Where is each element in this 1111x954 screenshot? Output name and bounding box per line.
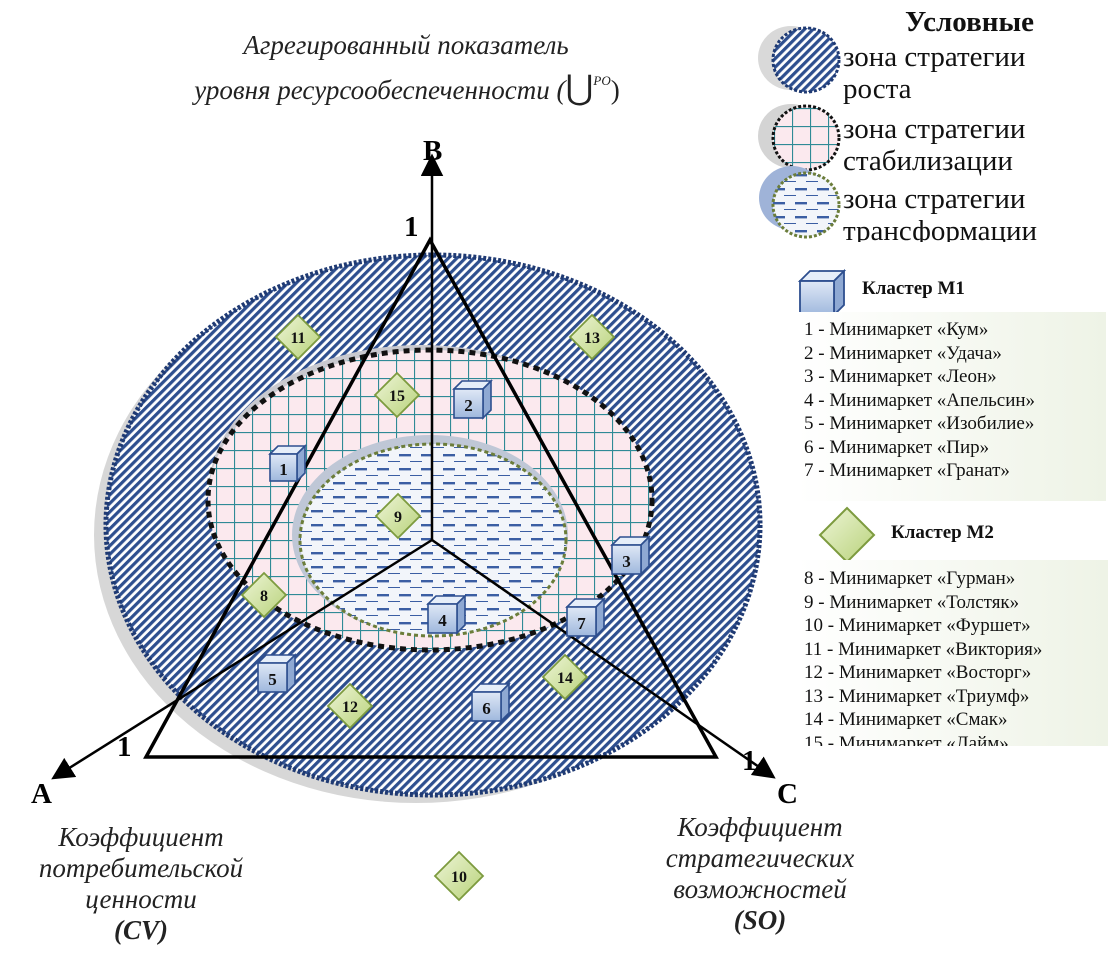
cluster-m1-item: 7 - Минимаркет «Гранат»: [804, 460, 1010, 481]
cluster-m1-item: 4 - Минимаркет «Апельсин»: [804, 389, 1036, 411]
marker-label-4: 4: [438, 611, 447, 630]
cluster-m2-item: 15 - Минимаркет «Лайм»: [804, 732, 1009, 747]
axes-and-triangle: [51, 153, 776, 780]
marker-label-14: 14: [557, 670, 573, 687]
legend-zone-growth-line2: роста: [843, 73, 912, 105]
marker-diamond-14[interactable]: 14: [541, 653, 589, 701]
cluster-m1-item: 1 - Минимаркет «Кум»: [804, 319, 989, 340]
marker-cube-2[interactable]: 2: [452, 379, 493, 420]
cluster-m1-item: 6 - Минимаркет «Пир»: [804, 436, 990, 458]
tick-c-one: 1: [742, 745, 757, 777]
marker-label-12: 12: [342, 699, 358, 716]
markers: 1 2 3 4 5 6: [240, 313, 651, 902]
axis-c-desc-line: Коэффициент: [677, 812, 843, 842]
marker-cube-1[interactable]: 1: [268, 444, 307, 483]
cluster-m2-item: 8 - Минимаркет «Гурман»: [804, 568, 1016, 589]
axis-a-desc-line: потребительской: [38, 853, 244, 883]
cluster-m2-item: 10 - Минимаркет «Фуршет»: [804, 615, 1031, 636]
axis-a-desc-line: Коэффициент: [58, 822, 224, 852]
marker-diamond-11[interactable]: 11: [274, 313, 322, 361]
axis-c-description: Коэффициент стратегических возможностей …: [640, 812, 880, 936]
cluster-m1-item: 3 - Минимаркет «Леон»: [804, 366, 997, 387]
marker-diamond-12[interactable]: 12: [326, 682, 374, 730]
heading-line-1: Агрегированный показатель: [243, 30, 569, 60]
marker-label-1: 1: [279, 460, 288, 479]
cluster-m1-item: 5 - Минимаркет «Изобилие»: [804, 413, 1035, 434]
legend-swatch-stabilization: [771, 104, 841, 172]
marker-diamond-9[interactable]: 9: [374, 492, 422, 540]
marker-label-9: 9: [394, 509, 402, 526]
marker-cube-5[interactable]: 5: [256, 653, 297, 694]
axis-a: [51, 538, 433, 780]
axis-c-desc-line: стратегических: [665, 843, 855, 873]
tick-a-one: 1: [117, 731, 132, 763]
marker-diamond-10[interactable]: 10: [433, 850, 485, 902]
tick-b-one: 1: [404, 211, 419, 243]
marker-label-11: 11: [290, 330, 305, 347]
marker-label-3: 3: [622, 552, 631, 571]
axis-a-description: Коэффициент потребительской ценности (CV…: [10, 822, 272, 946]
cluster-m2-title: Кластер М2: [891, 522, 994, 543]
legend-diamond-icon: [818, 506, 876, 564]
legend-zone-transformation-line2: трансформации: [843, 216, 1038, 242]
marker-label-7: 7: [577, 614, 586, 633]
triangle: [143, 236, 719, 759]
marker-label-6: 6: [482, 699, 491, 718]
marker-diamond-15[interactable]: 15: [373, 371, 421, 419]
legend-title: Условные: [905, 6, 1034, 38]
marker-label-15: 15: [389, 388, 405, 405]
marker-cube-4[interactable]: 4: [426, 594, 467, 635]
cluster-m2-item: 13 - Минимаркет «Триумф»: [804, 685, 1030, 707]
legend-zone-stabilization-line2: стабилизации: [843, 145, 1013, 177]
axis-b-label: B: [423, 135, 442, 167]
marker-diamond-8[interactable]: 8: [240, 571, 288, 619]
marker-cube-3[interactable]: 3: [610, 535, 651, 576]
cluster-m2-list: 8 - Минимаркет «Гурман» 9 - Минимаркет «…: [798, 560, 1108, 746]
axis-a-abbr: (CV): [114, 915, 168, 945]
cluster-m2-item: 14 - Минимаркет «Смак»: [804, 709, 1008, 730]
legend-swatches: [758, 26, 841, 239]
axis-c-desc-line: возможностей: [673, 874, 847, 904]
legend-swatch-growth: [771, 26, 841, 94]
heading-line-2-text: уровня ресурсообеспеченности (: [194, 75, 566, 105]
axis-c-abbr: (SO): [733, 905, 787, 935]
cluster-m1-list: 1 - Минимаркет «Кум» 2 - Минимаркет «Уда…: [798, 312, 1106, 501]
heading-superscript: PO: [593, 73, 611, 88]
legend-zone-transformation-line1: зона стратегии: [843, 183, 1026, 215]
axis-a-desc-line: ценности: [85, 884, 197, 914]
cluster-m2-item: 9 - Минимаркет «Толстяк»: [804, 591, 1020, 613]
heading-line-2: уровня ресурсообеспеченности (⋃PO): [147, 68, 667, 108]
cluster-m1-title: Кластер М1: [862, 278, 965, 299]
marker-cube-6[interactable]: 6: [470, 682, 511, 723]
axis-a-label: A: [31, 778, 52, 810]
legend-zone-stabilization-line1: зона стратегии: [843, 113, 1026, 145]
axis-c-label: C: [777, 778, 798, 810]
marker-cube-7[interactable]: 7: [565, 597, 606, 638]
cluster-m2-item: 12 - Минимаркет «Восторг»: [804, 662, 1032, 683]
marker-label-10: 10: [451, 869, 467, 886]
marker-diamond-13[interactable]: 13: [568, 313, 616, 361]
union-symbol: ⋃: [565, 70, 594, 107]
zones: [94, 252, 763, 803]
legend-zone-growth-line1: зона стратегии: [843, 41, 1026, 73]
marker-label-8: 8: [260, 588, 268, 605]
cluster-m2-item: 11 - Минимаркет «Виктория»: [804, 638, 1043, 660]
heading-close-paren: ): [610, 75, 620, 105]
marker-label-5: 5: [268, 670, 277, 689]
legend-cube-icon: [797, 268, 847, 318]
cluster-m1-item: 2 - Минимаркет «Удача»: [804, 342, 1002, 364]
axis-c: [431, 538, 776, 779]
marker-label-2: 2: [464, 396, 473, 415]
legend-swatch-transformation: [771, 171, 841, 239]
marker-label-13: 13: [584, 330, 600, 347]
